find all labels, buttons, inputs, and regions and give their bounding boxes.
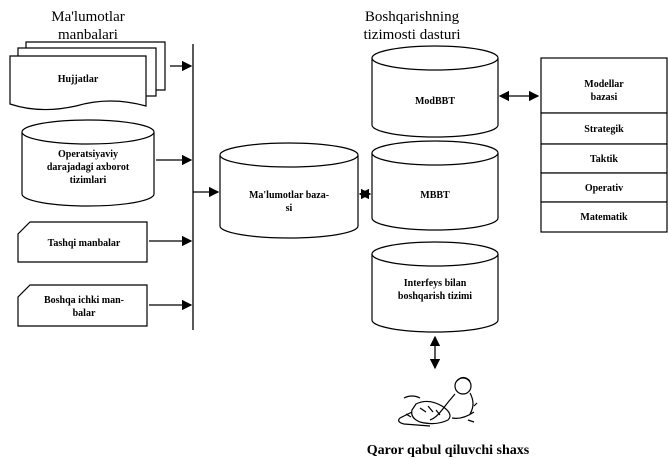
- interface-node: Interfeys bilan boshqarish tizimi: [371, 241, 499, 333]
- documents-node: Hujjatlar: [9, 41, 166, 111]
- sources-heading-line1: Ma'lumotlar: [51, 9, 125, 25]
- other-internal-label-1: Boshqa ichki man-: [44, 295, 124, 306]
- mbbt-label: MBBT: [420, 190, 450, 201]
- model-tactical: Taktik: [590, 154, 618, 165]
- other-internal-label-2: balar: [73, 308, 96, 319]
- modbbt-node: ModBBT: [371, 45, 499, 138]
- person-at-desk-icon: [398, 376, 478, 427]
- operational-label-1: Operatsiyaviy: [58, 149, 118, 160]
- program-heading: Boshqarishning tizimosti dasturi: [363, 9, 460, 43]
- operational-label-2: darajadagi axborot: [47, 162, 130, 173]
- sources-heading: Ma'lumotlar manbalari: [51, 9, 125, 43]
- interface-label-1: Interfeys bilan: [404, 278, 467, 289]
- models-title-2: bazasi: [591, 92, 618, 103]
- database-label-1: Ma'lumotlar baza-: [249, 190, 329, 201]
- program-heading-line2: tizimosti dasturi: [363, 27, 460, 43]
- external-sources-node: Tashqi manbalar: [17, 221, 148, 263]
- model-mathematical: Matematik: [580, 212, 628, 223]
- database-node: Ma'lumotlar baza- si: [219, 142, 359, 239]
- external-sources-label: Tashqi manbalar: [48, 238, 121, 249]
- other-internal-node: Boshqa ichki man- balar: [17, 284, 148, 327]
- model-operative: Operativ: [585, 183, 623, 194]
- source-bus: [149, 44, 220, 330]
- models-block: Modellar bazasi Strategik Taktik Operati…: [540, 57, 668, 233]
- documents-label: Hujjatlar: [58, 74, 99, 85]
- modbbt-label: ModBBT: [415, 96, 455, 107]
- interface-label-2: boshqarish tizimi: [398, 291, 472, 302]
- operational-systems-node: Operatsiyaviy darajadagi axborot tizimla…: [21, 119, 155, 207]
- sources-heading-line2: manbalari: [58, 27, 118, 43]
- models-title-1: Modellar: [584, 79, 624, 90]
- operational-label-3: tizimlari: [70, 175, 107, 186]
- mbbt-node: MBBT: [371, 140, 499, 231]
- program-heading-line1: Boshqarishning: [365, 9, 460, 25]
- model-strategic: Strategik: [584, 124, 624, 135]
- decision-maker-caption: Qaror qabul qiluvchi shaxs: [367, 443, 530, 458]
- database-label-2: si: [286, 203, 293, 214]
